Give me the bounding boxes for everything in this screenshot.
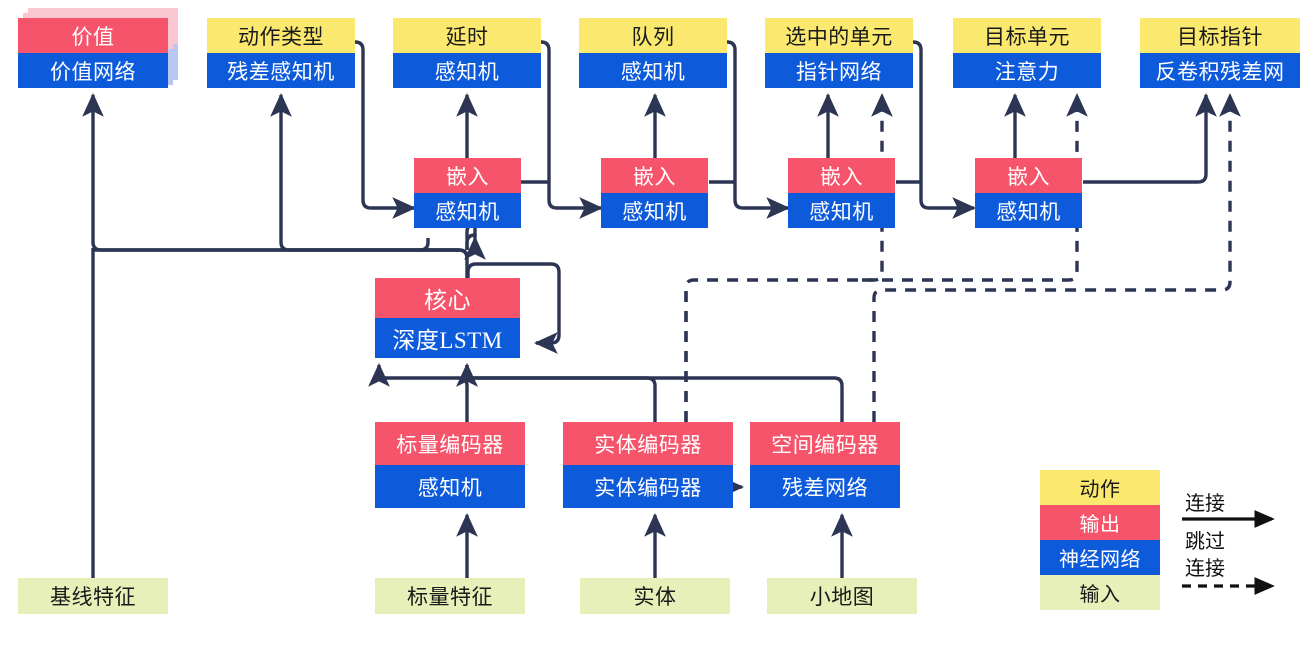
wire-spatialenc-to-core [456, 362, 844, 422]
node-embed-2-network-label: 感知机 [601, 193, 708, 228]
skip-entityenc-to-selectedunits [684, 92, 893, 422]
wire-bus-riser-hidden [465, 233, 477, 250]
node-embed-1-output-label: 嵌入 [414, 158, 521, 193]
node-scalar-encoder-network-label: 感知机 [375, 465, 525, 508]
wire-core-bus-stub2 [419, 238, 430, 252]
node-value[interactable]: 价值 价值网络 [18, 18, 168, 88]
node-embed-3[interactable]: 嵌入 感知机 [788, 158, 895, 228]
wire-scalarenc-to-core [368, 362, 469, 422]
node-embed-4-network-label: 感知机 [975, 193, 1082, 228]
wire-entityenc-to-core [456, 362, 657, 422]
node-delay[interactable]: 延时 感知机 [393, 18, 541, 88]
node-queue-action-label: 队列 [579, 18, 727, 53]
node-scalar-encoder[interactable]: 标量编码器 感知机 [375, 422, 525, 508]
node-target-unit-network-label: 注意力 [953, 53, 1101, 88]
node-entity-encoder[interactable]: 实体编码器 实体编码器 [563, 422, 733, 508]
node-target-unit-action-label: 目标单元 [953, 18, 1101, 53]
node-input-minimap[interactable]: 小地图 [767, 578, 917, 614]
legend-connection-label: 连接 [1185, 493, 1225, 515]
node-selected-units-network-label: 指针网络 [765, 53, 913, 88]
node-embed-2-output-label: 嵌入 [601, 158, 708, 193]
node-input-scalar-features[interactable]: 标量特征 [375, 578, 525, 614]
node-embed-2[interactable]: 嵌入 感知机 [601, 158, 708, 228]
legend: 动作 输出 神经网络 输入 [1040, 470, 1160, 610]
node-spatial-encoder-output-label: 空间编码器 [750, 422, 900, 465]
legend-swatch-neural-network: 神经网络 [1040, 540, 1160, 575]
node-target-pointer-network-label: 反卷积残差网 [1140, 53, 1300, 88]
node-target-pointer-action-label: 目标指针 [1140, 18, 1300, 53]
node-entity-encoder-output-label: 实体编码器 [563, 422, 733, 465]
legend-swatch-input: 输入 [1040, 575, 1160, 610]
node-embed-3-network-label: 感知机 [788, 193, 895, 228]
node-embed-4[interactable]: 嵌入 感知机 [975, 158, 1082, 228]
node-core-output-label: 核心 [375, 278, 520, 318]
node-embed-4-output-label: 嵌入 [975, 158, 1082, 193]
node-action-type[interactable]: 动作类型 残差感知机 [207, 18, 355, 88]
node-core[interactable]: 核心 深度LSTM [375, 278, 520, 358]
node-embed-1[interactable]: 嵌入 感知机 [414, 158, 521, 228]
skip-spatialenc-to-targetpointer [872, 92, 1241, 422]
node-queue-network-label: 感知机 [579, 53, 727, 88]
node-entity-encoder-network-label: 实体编码器 [563, 465, 733, 508]
node-core-network-label: 深度LSTM [375, 318, 520, 358]
node-spatial-encoder-network-label: 残差网络 [750, 465, 900, 508]
node-embed-3-output-label: 嵌入 [788, 158, 895, 193]
node-action-type-action-label: 动作类型 [207, 18, 355, 53]
node-value-network-label: 价值网络 [18, 53, 168, 88]
node-input-entities[interactable]: 实体 [580, 578, 730, 614]
node-value-output-label: 价值 [18, 18, 168, 53]
node-target-unit[interactable]: 目标单元 注意力 [953, 18, 1101, 88]
legend-swatch-action: 动作 [1040, 470, 1160, 505]
node-scalar-encoder-output-label: 标量编码器 [375, 422, 525, 465]
node-delay-network-label: 感知机 [393, 53, 541, 88]
node-selected-units[interactable]: 选中的单元 指针网络 [765, 18, 913, 88]
node-action-type-network-label: 残差感知机 [207, 53, 355, 88]
node-spatial-encoder[interactable]: 空间编码器 残差网络 [750, 422, 900, 508]
node-input-baseline-features[interactable]: 基线特征 [18, 578, 168, 614]
node-selected-units-action-label: 选中的单元 [765, 18, 913, 53]
node-target-pointer[interactable]: 目标指针 反卷积残差网 [1140, 18, 1300, 88]
node-queue[interactable]: 队列 感知机 [579, 18, 727, 88]
node-delay-action-label: 延时 [393, 18, 541, 53]
wire-embed4-to-targetpointer [1083, 92, 1217, 184]
legend-skip-label-line2: 连接 [1185, 558, 1225, 580]
legend-skip-label-line1: 跳过 [1185, 531, 1225, 553]
node-embed-1-network-label: 感知机 [414, 193, 521, 228]
wire-core-to-valuenet [82, 92, 469, 278]
legend-swatch-output: 输出 [1040, 505, 1160, 540]
